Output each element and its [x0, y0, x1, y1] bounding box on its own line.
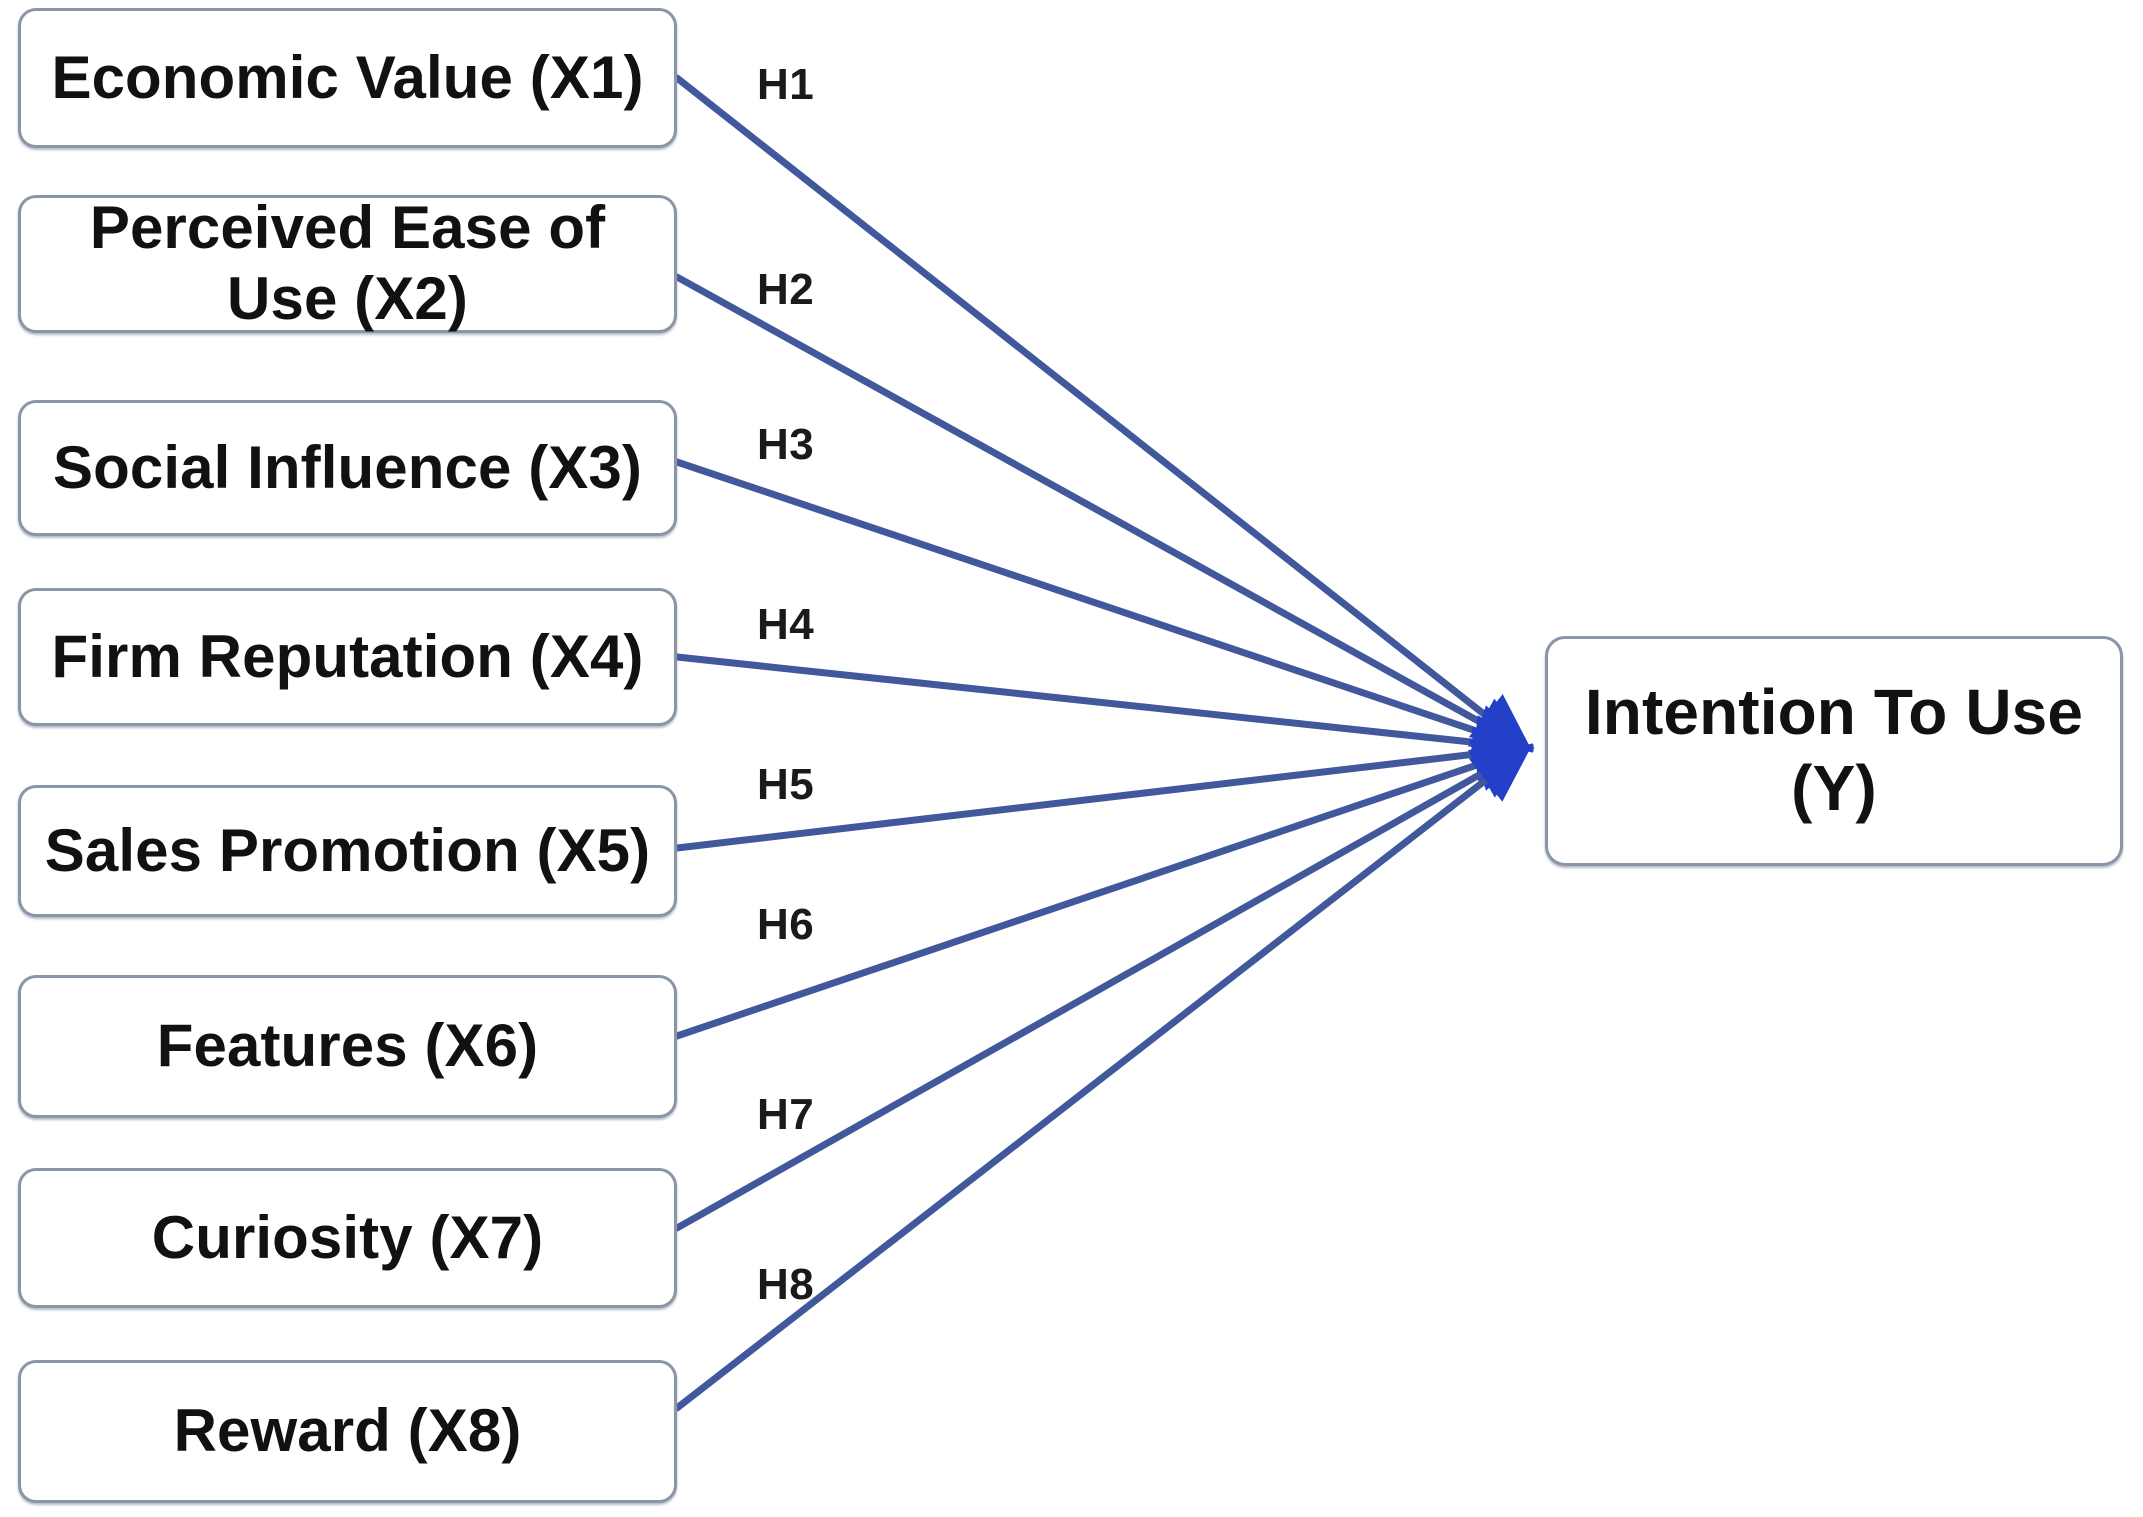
hypothesis-label-h2: H2 — [757, 265, 815, 314]
hypothesis-label-h6: H6 — [757, 900, 815, 949]
node-perceived-ease-of-use[interactable]: Perceived Ease of Use (X2) — [18, 194, 677, 333]
hypothesis-label-h5: H5 — [757, 760, 815, 809]
node-intention-to-use[interactable]: Intention To Use (Y) — [1545, 636, 2123, 866]
node-social-influence[interactable]: Social Influence (X3) — [18, 400, 677, 536]
hypothesis-label-h7: H7 — [757, 1090, 815, 1139]
arrow-h7 — [673, 744, 1534, 1232]
hypothesis-label-h3: H3 — [757, 420, 815, 469]
node-sales-promotion[interactable]: Sales Promotion (X5) — [18, 785, 677, 917]
arrow-h2 — [673, 273, 1534, 752]
node-curiosity[interactable]: Curiosity (X7) — [18, 1168, 677, 1308]
node-label: Economic Value (X1) — [51, 43, 644, 111]
hypothesis-label-h1: H1 — [757, 60, 815, 109]
arrow-h4 — [673, 653, 1535, 770]
node-economic-value[interactable]: Economic Value (X1) — [18, 8, 677, 148]
node-firm-reputation[interactable]: Firm Reputation (X4) — [18, 588, 677, 726]
node-label: Reward (X8) — [173, 1397, 522, 1465]
hypothesis-label-h8: H8 — [757, 1260, 815, 1309]
node-label: Perceived Ease of Use (X2) — [89, 194, 606, 332]
node-label: Sales Promotion (X5) — [44, 816, 651, 884]
node-label: Curiosity (X7) — [151, 1203, 544, 1271]
node-reward[interactable]: Reward (X8) — [18, 1360, 677, 1503]
node-label: Social Influence (X3) — [53, 433, 642, 501]
node-label: Features (X6) — [156, 1012, 539, 1080]
node-label: Firm Reputation (X4) — [51, 622, 644, 690]
node-features[interactable]: Features (X6) — [18, 975, 677, 1118]
hypothesis-label-h4: H4 — [757, 600, 815, 649]
node-label: Intention To Use (Y) — [1584, 676, 2084, 824]
